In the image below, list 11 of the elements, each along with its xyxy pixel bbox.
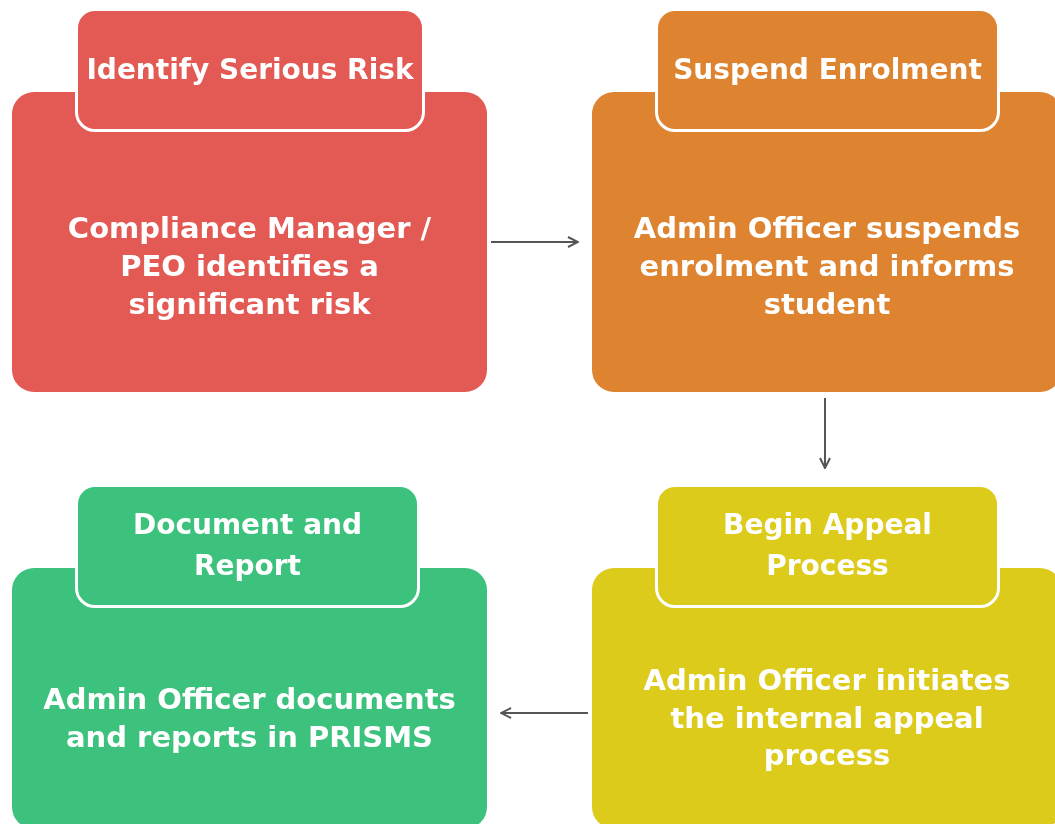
step-description: Compliance Manager / PEO identifies a significant risk (66, 210, 433, 323)
step-description: Admin Officer suspends enrolment and informs student (632, 210, 1022, 323)
arrow (500, 707, 589, 719)
step-description: Admin Officer initiates the internal appeal process (642, 661, 1012, 775)
step-title: Suspend Enrolment (673, 51, 982, 88)
step-title: Document and Report (131, 507, 364, 584)
arrow (490, 236, 579, 248)
arrow (819, 397, 831, 469)
step-description: Admin Officer documents and reports in PRISMS (42, 680, 457, 756)
step-title: Begin Appeal Process (722, 507, 933, 584)
step-title: Identify Serious Risk (86, 51, 414, 88)
